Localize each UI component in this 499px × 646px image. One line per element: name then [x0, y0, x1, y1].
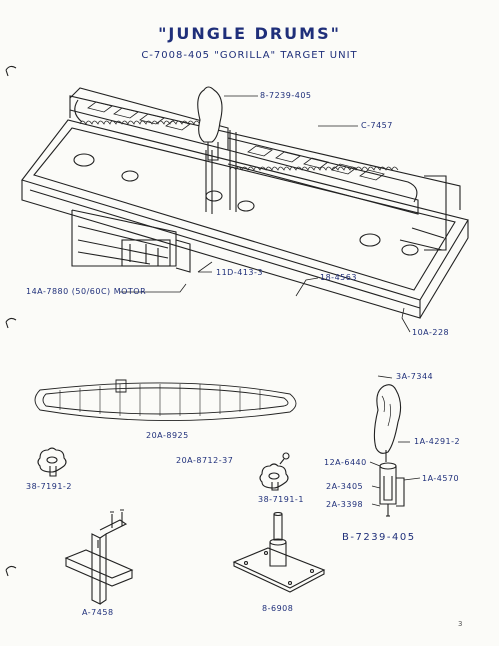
label-pin: 20A-8712-37: [176, 456, 234, 465]
bracket-drawing: [64, 509, 134, 605]
label-sprocket-left: 38-7191-2: [26, 482, 72, 491]
label-frame: 11D-413-3: [216, 268, 263, 277]
pin-drawing: [279, 452, 290, 465]
sprocket-left-drawing: [37, 447, 67, 477]
page-title: "JUNGLE DRUMS": [158, 24, 341, 43]
label-target-1: 1A-4291-2: [414, 437, 461, 446]
label-target-2: 12A-6440: [324, 458, 367, 467]
page-number: 3: [458, 620, 463, 628]
page-subtitle: C-7008-405 "GORILLA" TARGET UNIT: [141, 50, 358, 61]
label-bracket-part: A-7458: [82, 608, 114, 617]
chain-drawing: [34, 379, 297, 421]
label-target-3: 1A-4570: [422, 474, 460, 483]
label-gorilla-top: 8-7239-405: [260, 91, 312, 100]
target-leaders: [369, 375, 421, 507]
main-frame-drawing: [21, 86, 469, 319]
label-chain-right: C-7457: [361, 121, 393, 130]
label-chain: 20A-8925: [146, 431, 189, 440]
label-target-top: 3A-7344: [396, 372, 434, 381]
label-bracket: 10A-228: [412, 328, 450, 337]
label-sprocket-right: 38-7191-1: [258, 495, 304, 504]
label-motor: 14A-7880 (50/60C) MOTOR: [26, 287, 147, 296]
label-rail: 18-4563: [320, 273, 357, 282]
leader-lines: [120, 95, 411, 333]
label-base-plate: 8-6908: [262, 604, 294, 613]
sprocket-right-drawing: [259, 463, 289, 491]
label-target-5: 2A-3398: [326, 500, 364, 509]
base-plate-drawing: [232, 511, 326, 593]
label-target-assembly: B-7239-405: [342, 532, 416, 543]
target-assembly-drawing: [373, 384, 405, 517]
binder-hole-marks: [5, 65, 17, 577]
label-target-4: 2A-3405: [326, 482, 364, 491]
